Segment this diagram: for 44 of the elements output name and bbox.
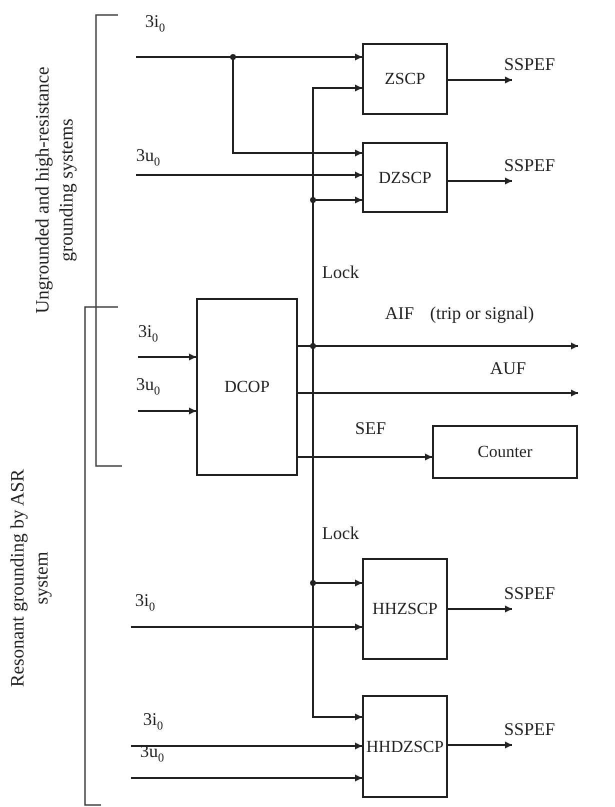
- edge-label: SSPEF: [504, 55, 556, 73]
- arrow: [298, 390, 578, 396]
- process-box: [432, 425, 578, 479]
- box-label: DZSCP: [378, 168, 432, 188]
- arrow: [138, 354, 196, 360]
- edge-label: 3i$_{0}$: [138, 322, 158, 344]
- process-box: [196, 298, 298, 476]
- arrow: [131, 624, 362, 630]
- arrow: [448, 742, 512, 748]
- arrow: [136, 172, 362, 178]
- arrow: [136, 54, 362, 60]
- arrow: [131, 742, 362, 750]
- edge-label: Lock: [322, 524, 359, 542]
- arrow: [298, 454, 432, 460]
- edge-label: Lock: [322, 263, 359, 281]
- edge-label: SEF: [355, 419, 386, 437]
- box-label: Counter: [478, 442, 532, 462]
- edge-label: 3i$_{0}$: [143, 710, 164, 732]
- edge-label: AIF: [385, 304, 414, 322]
- arrow: [131, 774, 362, 782]
- edge-label: SSPEF: [504, 584, 556, 602]
- arrow: [138, 408, 196, 414]
- bracket-label: Resonant grounding by ASR system: [6, 468, 53, 689]
- box-label: HHDZSCP: [366, 736, 444, 756]
- process-box: [362, 695, 448, 798]
- edge-label: SSPEF: [504, 156, 556, 174]
- process-box: [362, 142, 448, 213]
- edge-label: 3i$_{0}$: [135, 591, 156, 613]
- arrow: [448, 606, 512, 612]
- edge-label: 3u$_{0}$: [136, 375, 160, 397]
- box-label: DCOP: [224, 377, 270, 397]
- bracket-label: Ungrounded and high-resistance grounding systems: [31, 66, 78, 316]
- edge-label: SSPEF: [504, 720, 556, 738]
- process-box: [362, 558, 448, 660]
- arrow: [232, 57, 362, 156]
- edge-label: AUF: [490, 359, 526, 377]
- process-box: [362, 43, 448, 115]
- edge-label: 3u$_{0}$: [136, 146, 160, 168]
- arrow: [448, 178, 512, 184]
- arrow: [448, 76, 512, 84]
- edge-label: 3i$_{0}$: [145, 12, 166, 34]
- note: (trip or signal): [430, 304, 534, 322]
- box-label: ZSCP: [384, 69, 426, 89]
- box-label: HHZSCP: [372, 599, 438, 619]
